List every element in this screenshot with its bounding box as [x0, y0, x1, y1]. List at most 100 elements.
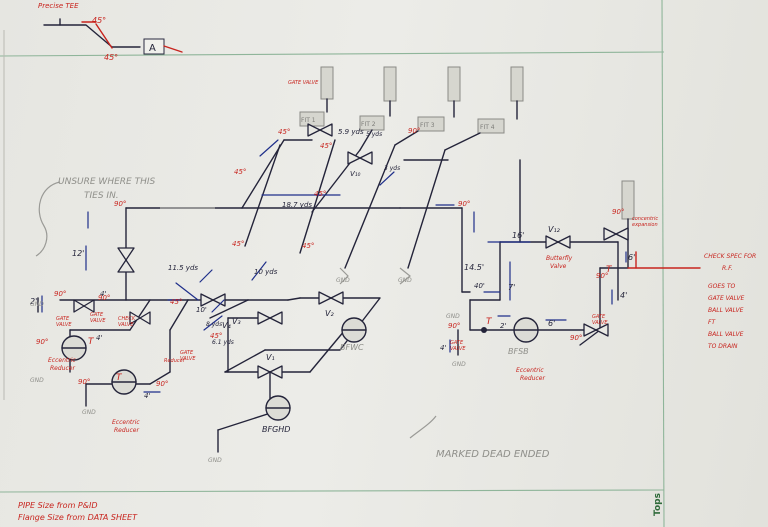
angle-45-5: 45° — [314, 190, 326, 198]
note-goes-to-2: BALL VALVE — [708, 307, 744, 314]
legend-angle-lower: 45° — [104, 53, 118, 62]
dim-5: 5 yds — [366, 131, 382, 138]
label-gate-small-2: VALVE — [56, 322, 72, 328]
pump-bfsb — [513, 317, 539, 343]
label-valve-v4: V₄ — [222, 321, 231, 330]
label-valve-v1: V₁ — [266, 353, 275, 362]
sheet-frame — [0, 0, 665, 527]
fit-tag-3: FIT 3 — [420, 122, 435, 129]
gnd-label-4: GND — [336, 277, 350, 284]
legend-sketch: Precise TEE 45° 45° A — [38, 2, 183, 62]
dim-6-1: 6.1 yds — [212, 339, 234, 346]
dim-16: 16' — [512, 231, 524, 240]
junction-dot — [481, 327, 487, 333]
dim-4c: 4' — [620, 291, 627, 300]
dim-12: 12' — [72, 249, 84, 258]
label-pump-bfsb: BFSB — [508, 347, 529, 356]
label-gate-right-1: GATE — [592, 314, 606, 320]
pumps — [61, 317, 539, 421]
tee-2: T — [116, 373, 123, 383]
dim-2b: 2' — [500, 322, 506, 330]
angle-90-7: 90° — [458, 200, 470, 208]
valve-v2 — [318, 291, 344, 305]
dim-10: 10 yds — [254, 268, 278, 276]
angle-45-6: 45° — [320, 142, 332, 150]
valve-v1 — [257, 311, 283, 325]
note-goes-to-1: GATE VALVE — [708, 295, 744, 302]
angle-45-4: 45° — [302, 242, 314, 250]
label-valve-v2: V₂ — [325, 309, 334, 318]
dim-4a: 4' — [100, 290, 106, 298]
dim-4e: 4' — [144, 392, 150, 400]
angle-45-7: 45° — [170, 298, 182, 306]
gnd-label-7: GND — [452, 361, 466, 368]
label-pump-bfghd: BFGHD — [262, 425, 290, 434]
note-unsure-line1: UNSURE WHERE THIS — [58, 177, 155, 187]
angle-90-6: 90° — [408, 127, 420, 135]
label-gate-side-1: GATE — [180, 350, 194, 356]
angle-45-1: 45° — [278, 128, 290, 136]
legend-fitting-label: Precise TEE — [38, 2, 79, 10]
angle-45-2: 45° — [234, 168, 246, 176]
note-check-spec-line1: CHECK SPEC FOR — [704, 253, 756, 260]
note-pipe-size: PIPE Size from P&ID — [18, 501, 98, 510]
dim-6a: 6' — [628, 253, 635, 262]
note-goes-to-0: GOES TO — [708, 283, 736, 290]
label-concentric-2: expansion — [632, 222, 658, 228]
angle-45-3: 45° — [232, 240, 244, 248]
angle-90-4: 90° — [78, 378, 90, 386]
valve-v4 — [257, 365, 283, 379]
label-valve-v12: V₁₂ — [548, 225, 561, 234]
angle-90-2: 90° — [54, 290, 66, 298]
label-concentric-1: concentric — [632, 216, 658, 222]
label-eccentric-bottom-1: Eccentric — [112, 419, 140, 426]
dim-10b: 10' — [196, 306, 207, 314]
label-gate-right-2: VALVE — [592, 320, 608, 326]
dim-11-5: 11.5 yds — [168, 264, 198, 272]
label-gate-top: GATE VALVE — [288, 80, 319, 86]
label-gate-mid-1: GATE — [450, 340, 464, 346]
note-flange-size: Flange Size from DATA SHEET — [18, 513, 138, 522]
valve-v10 — [347, 151, 373, 165]
label-gate-small-1: GATE — [56, 316, 70, 322]
fit-tag-1: FIT 1 — [301, 117, 316, 124]
valve-riser-left — [117, 247, 135, 273]
valves — [73, 123, 629, 379]
note-unsure-line2: TIES IN. — [84, 191, 119, 201]
label-butterfly-1: Butterfly — [546, 255, 573, 262]
gnd-label-5: GND — [398, 277, 412, 284]
angle-90-11: 90° — [612, 208, 624, 216]
label-check-1: CHECK — [118, 316, 136, 322]
label-eccentric-right-2: Reducer — [520, 375, 545, 382]
label-gate-side-2: VALVE — [180, 356, 196, 362]
valve-butterfly — [545, 235, 571, 249]
angle-90-3: 90° — [36, 338, 48, 346]
dim-4d: 4' — [440, 344, 446, 352]
note-goes-to-4: BALL VALVE — [708, 331, 744, 338]
label-valve-v3: V₃ — [232, 317, 241, 326]
valve-v12 — [583, 323, 609, 337]
label-gate-left-2: VALVE — [90, 318, 106, 324]
dim-3: 3 yds — [384, 165, 400, 172]
fit-tags: FIT 1 FIT 2 FIT 3 FIT 4 — [299, 66, 635, 220]
dim-4b: 4' — [96, 334, 102, 342]
label-pump-bfwc: BFWC — [340, 343, 364, 352]
dim-18-7: 18.7 yds — [282, 201, 312, 209]
pump-left — [61, 335, 87, 361]
angle-90-12: 90° — [98, 294, 110, 302]
label-gate-mid-2: VALVE — [450, 346, 466, 352]
dim-14-5: 14.5' — [464, 263, 484, 272]
text-labels: UNSURE WHERE THIS TIES IN. MARKED DEAD E… — [18, 80, 756, 522]
dim-6b: 6' — [548, 319, 555, 328]
valve-v3 — [200, 293, 226, 307]
label-valve-v10: V₁₀ — [350, 170, 361, 178]
gnd-label-6: GND — [446, 313, 460, 320]
label-eccentric-left-1: Eccentric — [48, 357, 76, 364]
valve-gate-top — [307, 123, 333, 137]
dim-8: 8 yds — [206, 321, 222, 328]
angle-90-8: 90° — [448, 322, 460, 330]
dim-2: 2' — [30, 297, 37, 306]
label-check-2: VALVE — [118, 322, 134, 328]
